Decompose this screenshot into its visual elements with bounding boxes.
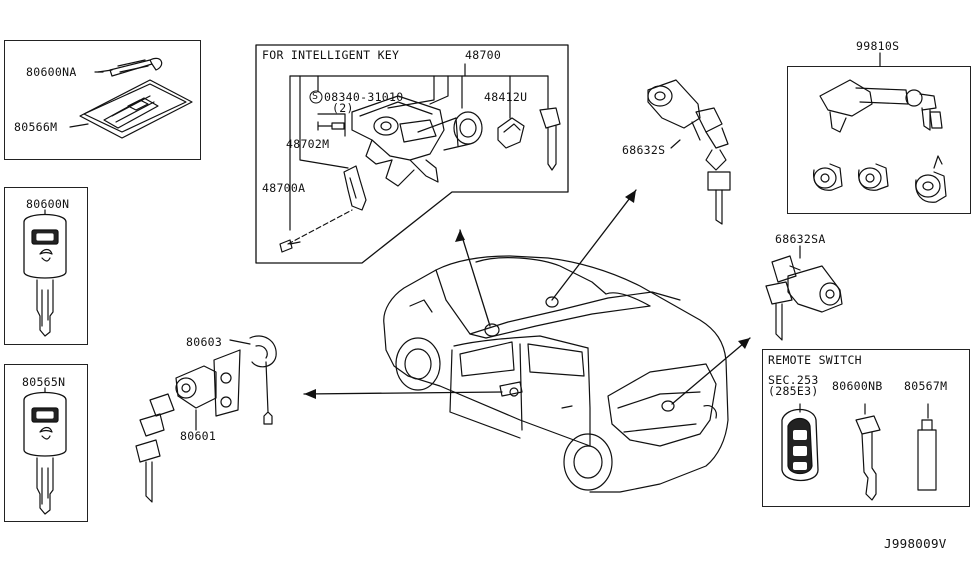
bolt-48700A-drawing	[279, 239, 301, 253]
remote-key-fob-drawing	[781, 408, 819, 482]
label-48700: 48700	[465, 48, 502, 62]
key-blank-80600NA-drawing	[97, 57, 163, 77]
frame-intelligent-key	[255, 44, 569, 264]
label-48700A: 48700A	[262, 181, 306, 195]
frame-key-80565N	[4, 364, 88, 522]
arrowheads	[304, 190, 750, 399]
screw-symbol: S	[312, 91, 319, 102]
label-80565N: 80565N	[22, 375, 66, 389]
key-80565N-drawing	[23, 391, 67, 515]
bracket-48702M-drawing	[343, 165, 367, 211]
leader-80566M	[69, 123, 89, 128]
label-80600NA: 80600NA	[26, 65, 77, 79]
lock-set-99810S-drawing	[813, 79, 947, 203]
label-sec-253: SEC.253	[768, 373, 819, 387]
leader-68632S	[670, 139, 681, 149]
label-80601: 80601	[180, 429, 217, 443]
label-sec-285E3: (285E3)	[768, 384, 819, 398]
label-48412U: 48412U	[484, 90, 528, 104]
leader-48702M	[299, 75, 349, 169]
door-cylinder-80601-drawing	[135, 335, 277, 503]
label-08340-qty: (2)	[332, 101, 354, 115]
label-80600NB: 80600NB	[832, 379, 883, 393]
cylinder-68632SA-drawing	[765, 255, 843, 341]
car-body-drawing	[383, 255, 729, 493]
leader-80603	[229, 339, 251, 345]
cylinder-48412U-drawing	[497, 117, 525, 149]
label-80566M: 80566M	[14, 120, 58, 134]
frame-key-blank-set	[4, 40, 201, 160]
frame-key-80600N	[4, 187, 88, 345]
dashed-bolt-line	[287, 209, 353, 245]
steering-lock-48700-drawing	[351, 95, 483, 187]
label-48702M: 48702M	[286, 137, 330, 151]
label-68632SA: 68632SA	[775, 232, 826, 246]
label-68632S: 68632S	[622, 143, 666, 157]
label-08340-31010: 08340-31010	[324, 90, 404, 104]
key-80600N-drawing	[23, 213, 67, 337]
header-remote-switch: REMOTE SWITCH	[768, 353, 862, 367]
header-for-intelligent-key: FOR INTELLIGENT KEY	[262, 48, 400, 62]
frame-99810S	[787, 66, 971, 214]
screw-08340-drawing	[317, 121, 345, 131]
label-80600N: 80600N	[26, 197, 70, 211]
label-80567M: 80567M	[904, 379, 948, 393]
screw-symbol-circle	[309, 90, 323, 104]
emergency-key-drawing	[539, 107, 561, 171]
cylinder-68632S-drawing	[647, 79, 731, 225]
diagram-code: J998009V	[884, 536, 947, 551]
frame-remote-switch	[762, 349, 970, 507]
label-99810S: 99810S	[856, 39, 900, 53]
key-holder-80566M-drawing	[79, 79, 193, 139]
insert-80567M-drawing	[917, 419, 937, 491]
label-80603: 80603	[186, 335, 223, 349]
key-80600NB-drawing	[855, 415, 881, 501]
pointer-arrows	[303, 189, 751, 405]
